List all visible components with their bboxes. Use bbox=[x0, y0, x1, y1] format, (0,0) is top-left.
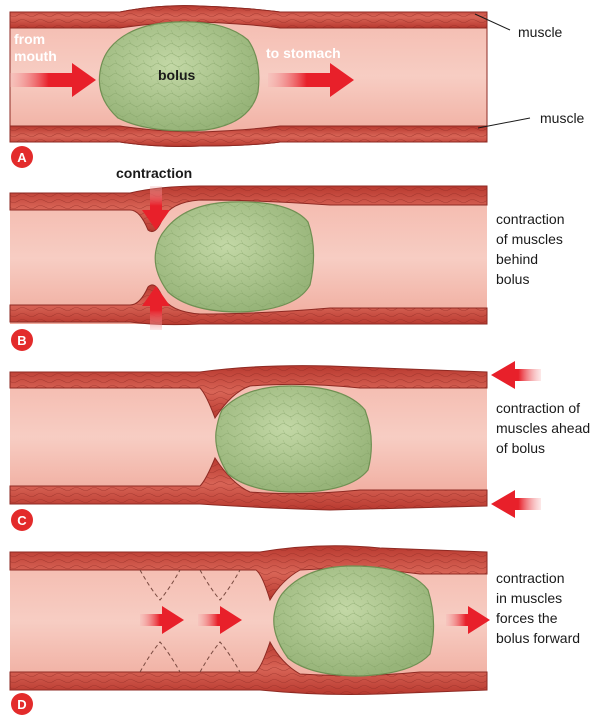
panel-b: contraction contraction of muscles behin… bbox=[10, 165, 568, 351]
label-muscle-top: muscle bbox=[518, 24, 563, 40]
label-to-stomach: to stomach bbox=[266, 45, 341, 61]
label-side-c-line: muscles ahead bbox=[496, 420, 590, 436]
label-side-b-line: bolus bbox=[496, 271, 529, 287]
panel-badge-b-text: B bbox=[17, 333, 26, 348]
panel-badge-c-text: C bbox=[17, 513, 27, 528]
label-from-mouth-line: mouth bbox=[14, 48, 57, 64]
arrow-contraction-ahead-top bbox=[491, 361, 541, 389]
label-side-d: contraction in muscles forces the bolus … bbox=[496, 570, 580, 646]
panel-a: from mouth bolus to stomach muscle muscl… bbox=[10, 6, 585, 168]
label-side-d-line: bolus forward bbox=[496, 630, 580, 646]
label-side-b-line: contraction bbox=[496, 211, 564, 227]
panel-d: contraction in muscles forces the bolus … bbox=[10, 546, 580, 715]
label-side-d-line: in muscles bbox=[496, 590, 562, 606]
label-side-b-line: behind bbox=[496, 251, 538, 267]
label-muscle-bottom: muscle bbox=[540, 110, 585, 126]
panel-badge-a-text: A bbox=[17, 150, 27, 165]
arrow-contraction-ahead-bottom bbox=[491, 490, 541, 518]
label-side-b-line: of muscles bbox=[496, 231, 563, 247]
panel-c: contraction of muscles ahead of bolus C bbox=[10, 361, 594, 531]
label-side-c: contraction of muscles ahead of bolus bbox=[496, 400, 594, 456]
label-side-c-line: contraction of bbox=[496, 400, 580, 416]
label-side-d-line: forces the bbox=[496, 610, 558, 626]
label-side-b: contraction of muscles behind bolus bbox=[496, 211, 568, 287]
label-side-d-line: contraction bbox=[496, 570, 564, 586]
panel-badge-d-text: D bbox=[17, 697, 26, 712]
label-bolus: bolus bbox=[158, 67, 196, 83]
label-side-c-line: of bolus bbox=[496, 440, 545, 456]
label-contraction: contraction bbox=[116, 165, 192, 181]
label-from-mouth-line: from bbox=[14, 31, 45, 47]
